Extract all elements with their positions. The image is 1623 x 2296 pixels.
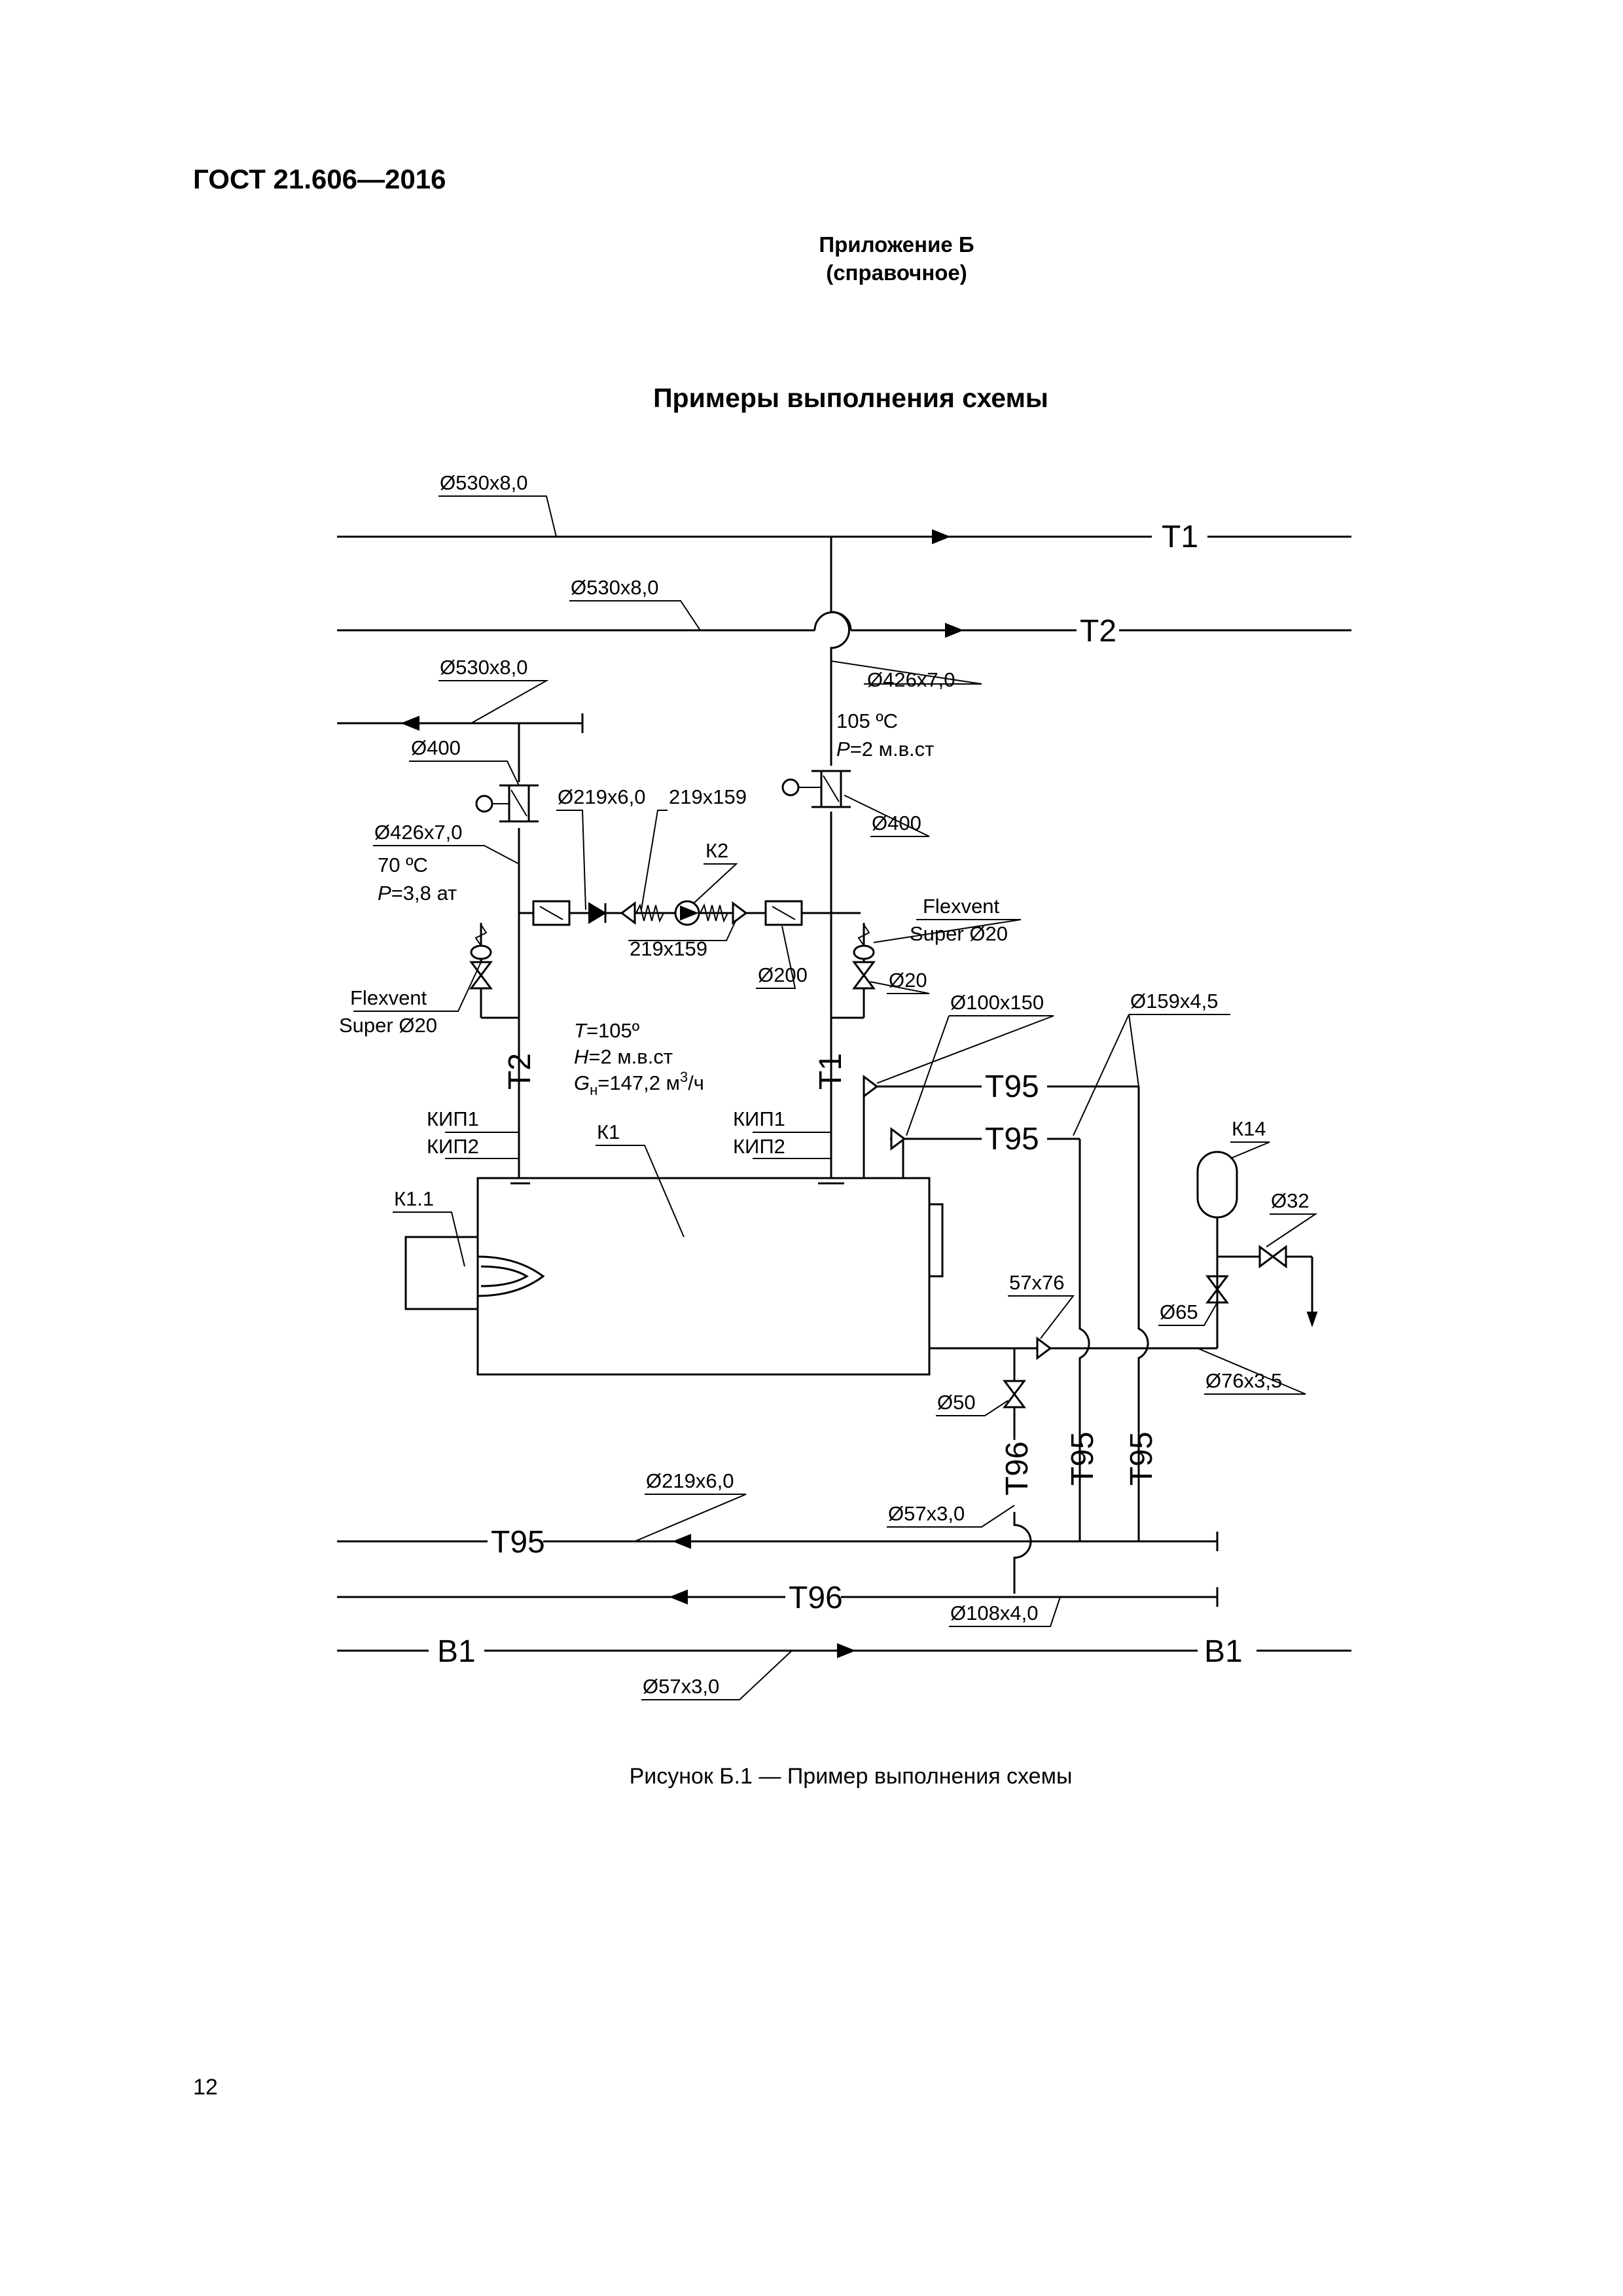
- line-label-t95-vertical-b: Т95: [1124, 1431, 1159, 1486]
- instrument-label: КИП1: [427, 1107, 479, 1130]
- pipe-label: Ø426x7,0: [374, 821, 462, 844]
- pipe-t95-main: [337, 1532, 1219, 1551]
- flexvent-label-left: Flexvent: [350, 986, 427, 1009]
- appendix-subtitle: (справочное): [826, 260, 967, 285]
- pipe-label: Ø219x6,0: [646, 1469, 734, 1492]
- equipment-label-k1: К1: [597, 1121, 620, 1143]
- burner-k11: [404, 1236, 545, 1310]
- pipe-label: Ø219x6,0: [558, 785, 645, 808]
- pump-param-flow: Gн=147,2 м3/ч: [574, 1069, 704, 1098]
- line-label-t95-upper: Т95: [985, 1069, 1039, 1104]
- line-label-t1: Т1: [1162, 520, 1198, 554]
- line-label-t95-vertical-a: Т95: [1065, 1431, 1100, 1486]
- pipe-label: Ø65: [1160, 1300, 1198, 1323]
- equipment-label-k1-1: К1.1: [394, 1187, 434, 1210]
- line-label-t2-vertical: Т2: [503, 1053, 537, 1090]
- param-temp-right: 105 ºC: [836, 709, 898, 732]
- pipe-label: Ø426x7,0: [867, 668, 955, 691]
- line-label-t96-main: Т96: [789, 1581, 843, 1615]
- param-pressure-left: P=3,8 ат: [378, 882, 457, 905]
- pipe-label: Ø530x8,0: [440, 471, 527, 494]
- pipe-label: Ø57x3,0: [643, 1675, 719, 1698]
- figure-caption: Рисунок Б.1 — Пример выполнения схемы: [629, 1764, 1073, 1789]
- pipe-return-t2: [337, 713, 584, 733]
- pipe-label: Ø200: [758, 963, 808, 986]
- riser-right: [812, 537, 865, 1191]
- drain-risers: [1047, 1085, 1149, 1541]
- flange-meter-right: [781, 770, 851, 808]
- line-label-b1-left: В1: [437, 1634, 476, 1669]
- page-number: 12: [193, 2075, 218, 2100]
- instrument-label: КИП1: [733, 1107, 785, 1130]
- equipment-label-k2: К2: [705, 839, 728, 862]
- boiler-k1: [476, 1132, 944, 1376]
- safety-valves: [863, 1075, 982, 1178]
- line-label-t95-main: Т95: [491, 1525, 545, 1560]
- flexvent-label-right: Flexvent: [923, 895, 1000, 918]
- line-label-t95-lower: Т95: [985, 1122, 1039, 1157]
- flexvent-label-right: Super Ø20: [910, 922, 1008, 945]
- pipe-label: Ø32: [1271, 1189, 1310, 1212]
- pipe-label: Ø20: [889, 969, 927, 992]
- pipe-label: Ø400: [411, 736, 461, 759]
- leader-lines: [353, 495, 1318, 1700]
- appendix-title: Приложение Б: [819, 232, 974, 257]
- document-header: ГОСТ 21.606—2016: [193, 164, 446, 194]
- pipe-label: Ø100x150: [950, 991, 1044, 1014]
- expansion-tank-k14: [1139, 1151, 1318, 1350]
- line-label-t1-vertical: Т1: [813, 1053, 848, 1090]
- flexvent-left: [469, 923, 493, 990]
- pipe-label: Ø530x8,0: [571, 576, 658, 599]
- line-label-t96-vertical: Т96: [1000, 1441, 1035, 1496]
- pipe-b1-main: [337, 1643, 1351, 1659]
- pipe-label: Ø76x3,5: [1205, 1369, 1282, 1392]
- pipe-t96-main: [337, 1587, 1219, 1607]
- pipe-t1-main: [337, 529, 1351, 545]
- pipe-label: Ø108x4,0: [950, 1602, 1038, 1624]
- pipe-label: 57x76: [1009, 1271, 1064, 1294]
- line-label-b1-right: В1: [1204, 1634, 1243, 1669]
- pipe-label: 219x159: [630, 937, 707, 960]
- flexvent-right: [852, 923, 876, 990]
- line-label-t2: Т2: [1080, 614, 1116, 649]
- param-temp-left: 70 ºC: [378, 853, 428, 876]
- instrument-label: КИП2: [427, 1135, 479, 1158]
- section-title: Примеры выполнения схемы: [653, 383, 1048, 413]
- pipe-label: Ø50: [937, 1391, 976, 1414]
- pump-param-temp: T=105º: [574, 1019, 639, 1042]
- pipe-label: Ø159x4,5: [1130, 990, 1218, 1013]
- pump-param-head: H=2 м.в.ст: [574, 1045, 673, 1068]
- param-pressure-right: P=2 м.в.ст: [836, 738, 934, 761]
- pipe-t2-main: [337, 611, 1351, 638]
- flexvent-label-left: Super Ø20: [339, 1014, 437, 1037]
- pipe-label: Ø400: [872, 812, 921, 834]
- instrument-label: КИП2: [733, 1135, 785, 1158]
- equipment-label-k14: К14: [1232, 1117, 1266, 1140]
- pipe-label: 219x159: [669, 785, 747, 808]
- pump-branch: [532, 900, 812, 926]
- pipe-label: Ø530x8,0: [440, 656, 527, 679]
- flange-meter-left: [475, 784, 539, 823]
- pipe-label: Ø57x3,0: [888, 1502, 965, 1525]
